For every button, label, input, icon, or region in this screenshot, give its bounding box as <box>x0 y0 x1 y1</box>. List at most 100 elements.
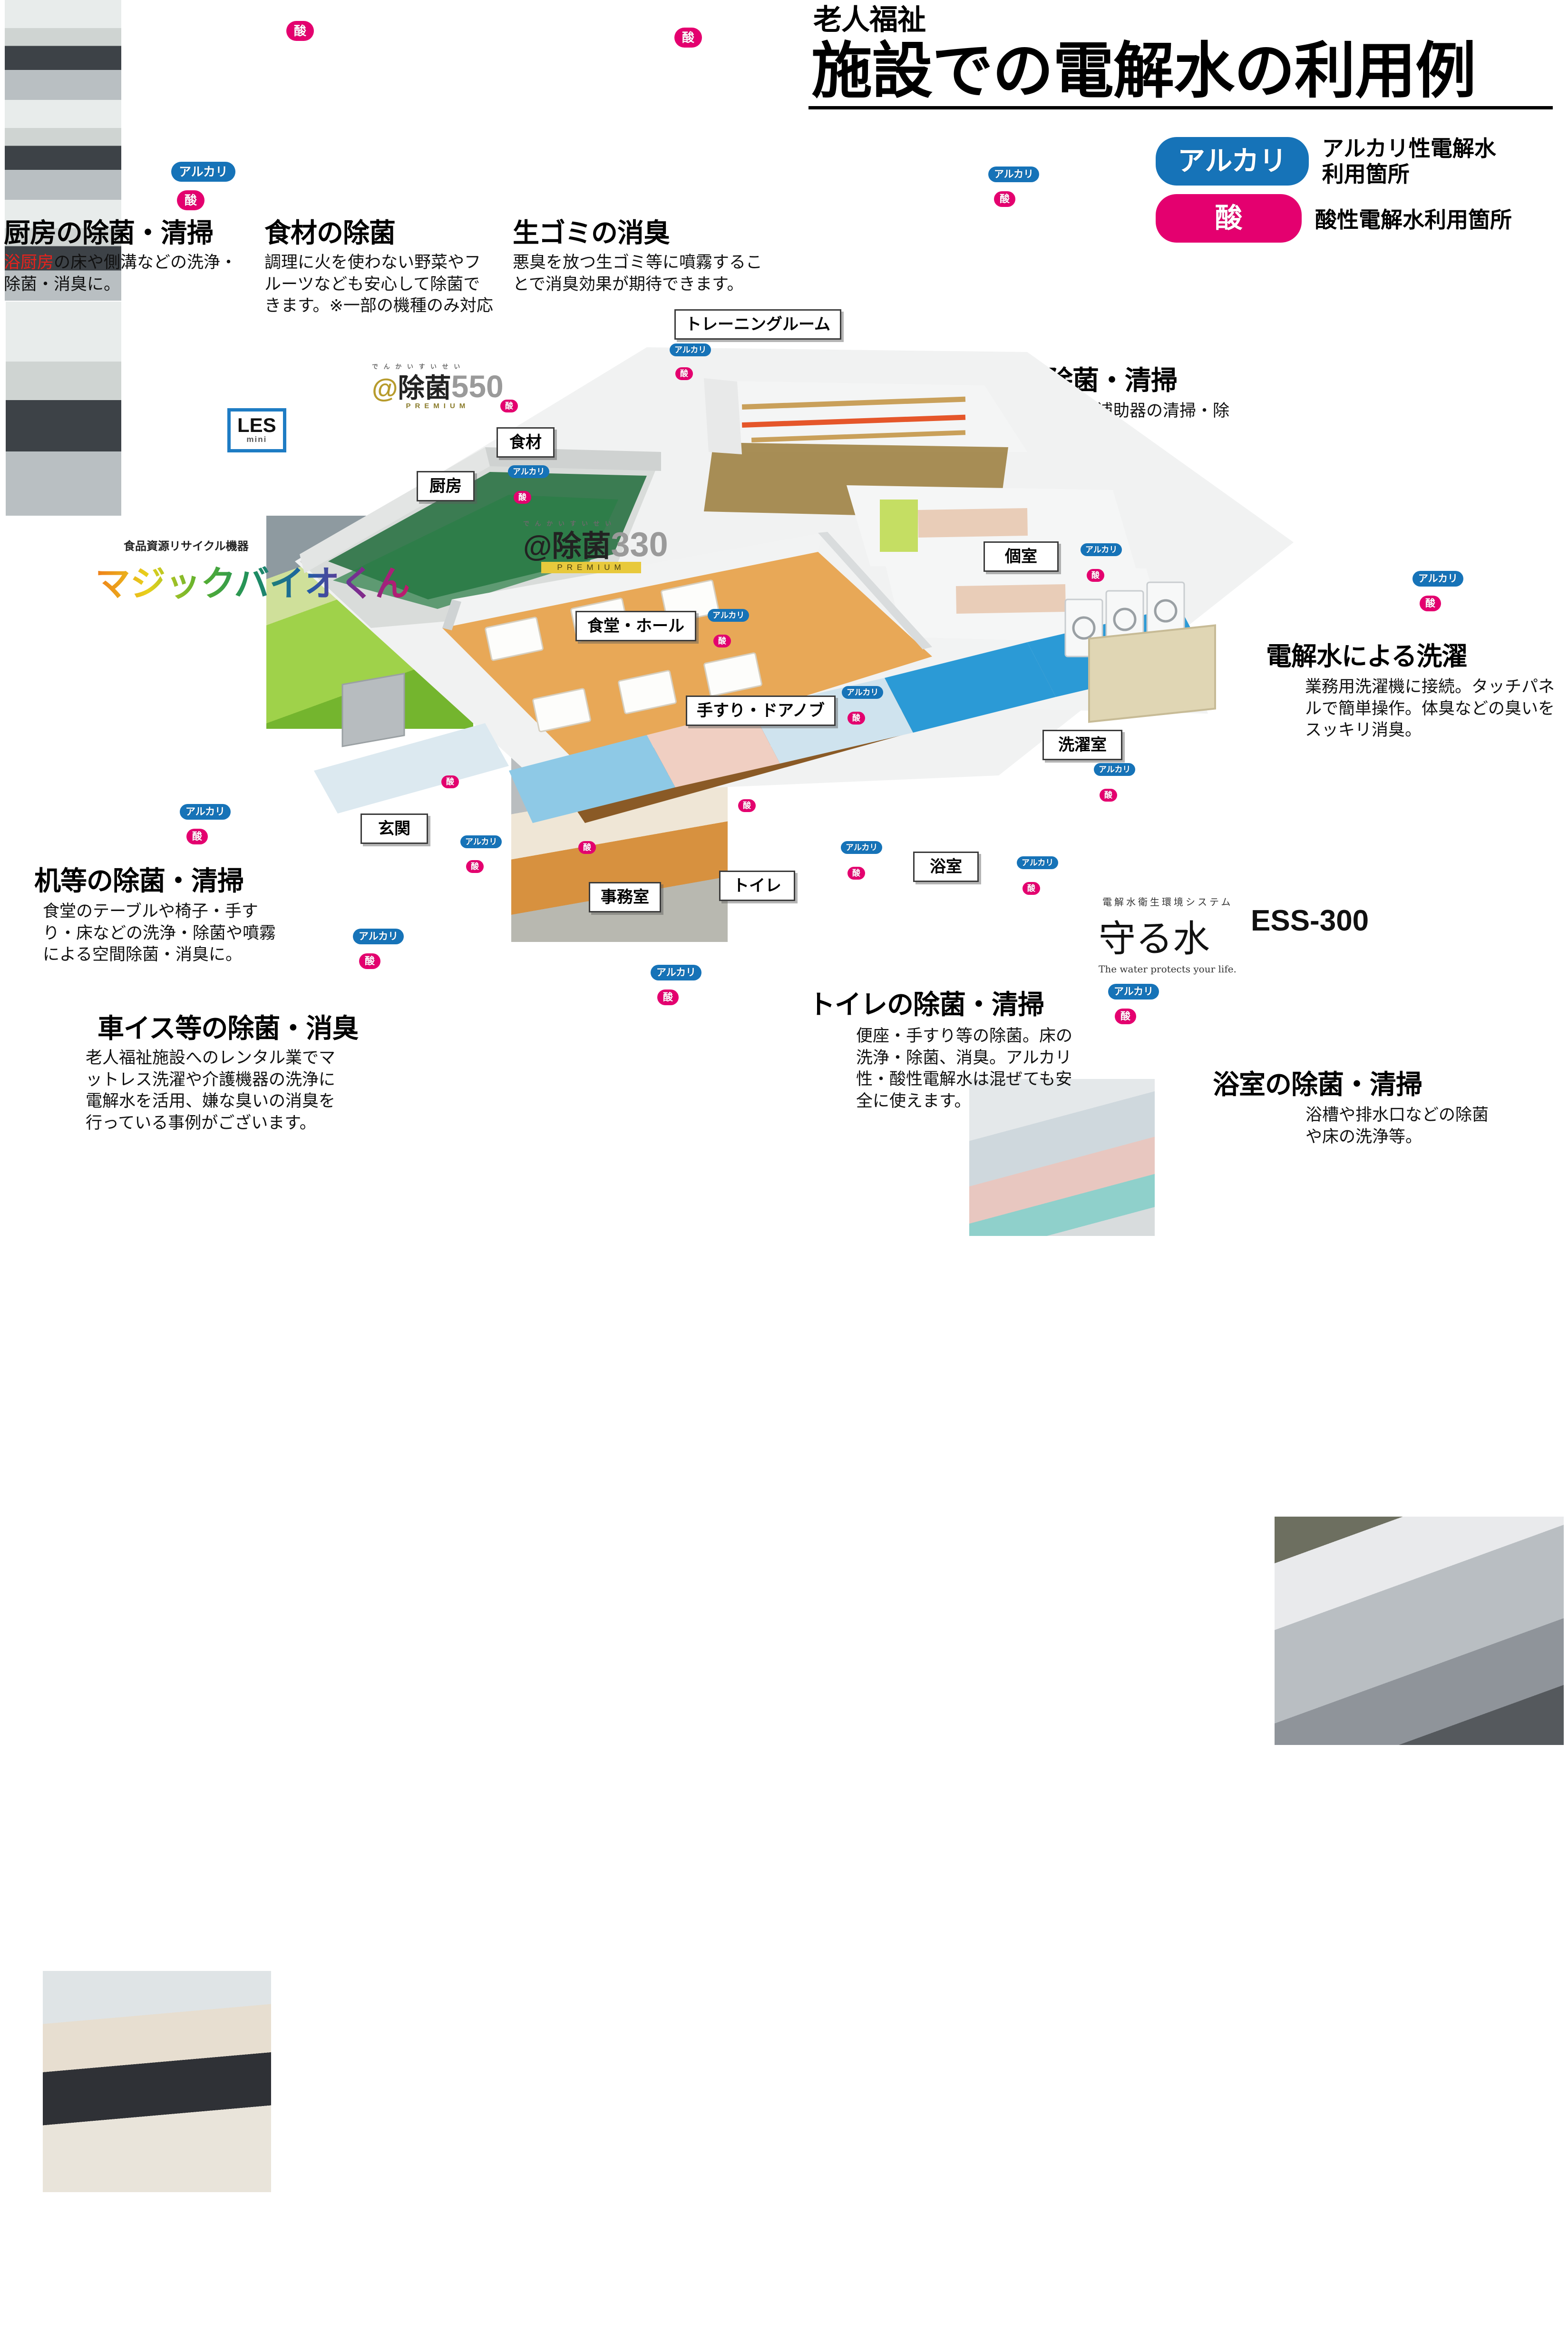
room-private-alkali-badge: アルカリ <box>1081 543 1122 556</box>
room-label-kitchen[interactable]: 厨房 <box>417 471 475 501</box>
card-laundry-text: 電解水による洗濯 業務用洗濯機に接続。タッチパネルで簡単操作。体臭などの臭いをス… <box>1266 643 1568 741</box>
title-underline <box>808 106 1553 110</box>
room-label-handrail[interactable]: 手すり・ドアノブ <box>686 696 836 726</box>
facility-floorplan <box>285 295 1303 928</box>
room-kitchen-alkali-badge: アルカリ <box>508 465 550 478</box>
card-wheelchair-text: 車イス等の除菌・消臭 老人福祉施設へのレンタル業でマットレス洗濯や介護機器の洗浄… <box>86 1014 390 1134</box>
logo-jokin330-kana: で ん か い す い せ い <box>523 520 614 527</box>
legend-acid-badge: 酸 <box>1156 194 1302 243</box>
photo-kitchen-full <box>5 200 121 301</box>
card-vegetables-body: 調理に火を使わない野菜やフルーツなども安心して除菌できます。※一部の機種のみ対応 <box>264 253 493 315</box>
card-bathroom-title: 浴室の除菌・清掃 <box>1213 1069 1422 1099</box>
room-entrance-acid-badge-top: 酸 <box>441 775 459 788</box>
logo-jokin550: で ん か い す い せ い @除菌550 PREMIUM <box>372 362 504 410</box>
room-entrance-alkali-badge: アルカリ <box>460 835 502 848</box>
logo-les-mini: LES mini <box>227 408 286 452</box>
room-label-office[interactable]: 事務室 <box>589 882 661 912</box>
photo-wheelchair-alkali-badge: アルカリ <box>353 929 404 944</box>
card-toilet-title: トイレの除菌・清掃 <box>808 990 1044 1019</box>
card-kitchen-body-highlight: 浴厨房 <box>4 253 54 272</box>
room-handrail-acid-badge: 酸 <box>847 712 865 725</box>
card-garbage-title: 生ゴミの消臭 <box>513 218 670 248</box>
legend: アルカリ アルカリ性電解水 利用箇所 酸 酸性電解水利用箇所 <box>1156 136 1512 243</box>
header-eyebrow: 老人福祉 <box>813 4 926 36</box>
photo-laundry-machine <box>1275 1517 1564 1745</box>
room-ingredients-acid-badge: 酸 <box>500 400 518 412</box>
room-label-bathroom[interactable]: 浴室 <box>913 852 979 882</box>
room-toilet-acid-badge-top: 酸 <box>738 799 756 812</box>
legend-acid-label: 酸性電解水利用箇所 <box>1315 207 1512 232</box>
room-private-acid-badge: 酸 <box>1087 569 1104 582</box>
card-desk-title: 机等の除菌・清掃 <box>34 866 244 896</box>
logo-jokin330: で ん か い す い せ い @除菌330 PREMIUM <box>523 519 668 573</box>
logo-jokin550-kana: で ん か い す い せ い <box>372 363 462 370</box>
room-label-ingredients[interactable]: 食材 <box>497 427 555 458</box>
card-vegetables-text: 食材の除菌 調理に火を使わない野菜やフルーツなども安心して除菌できます。※一部の… <box>264 219 502 317</box>
logo-les-main: LES <box>237 414 276 436</box>
photo-wheelchair-acid-badge: 酸 <box>359 953 380 969</box>
card-bathroom-body: 浴槽や排水口などの除菌や床の洗浄等。 <box>1305 1106 1489 1146</box>
photo-bathroom-alkali-badge: アルカリ <box>1108 984 1159 1000</box>
legend-alkali-badge: アルカリ <box>1156 137 1309 186</box>
card-toilet-body: 便座・手すり等の除菌。床の洗浄・除菌、消臭。アルカリ性・酸性電解水は混ぜても安全… <box>856 1027 1073 1110</box>
room-bathroom-acid-badge: 酸 <box>1023 882 1040 895</box>
photo-bathroom-acid-badge: 酸 <box>1115 1009 1136 1024</box>
room-label-private[interactable]: 個室 <box>984 541 1059 572</box>
logo-les-sub: mini <box>246 435 267 444</box>
photo-kitchen-acid-badge: 酸 <box>177 190 205 210</box>
card-wheelchair-body: 老人福祉施設へのレンタル業でマットレス洗濯や介護機器の洗浄に電解水を活用、嫌な臭… <box>86 1049 336 1132</box>
room-handrail-alkali-badge: アルカリ <box>842 686 884 699</box>
logo-mamoru-mizu: 電解水衛生環境システム 守る水 The water protects your … <box>1099 894 1237 975</box>
photo-vegetables-acid-badge: 酸 <box>286 21 314 41</box>
logo-jokin550-name: 除菌 <box>398 373 451 403</box>
room-laundry-alkali-badge: アルカリ <box>1094 763 1136 776</box>
room-dining-acid-badge: 酸 <box>713 635 731 647</box>
photo-toilet-acid-badge: 酸 <box>657 990 679 1005</box>
room-label-training[interactable]: トレーニングルーム <box>674 309 841 340</box>
room-label-laundry[interactable]: 洗濯室 <box>1042 730 1122 760</box>
logo-magic-bio: 食品資源リサイクル機器 マジックバイオくん <box>95 537 410 606</box>
card-kitchen-title: 厨房の除菌・清掃 <box>4 218 214 248</box>
page-header: 老人福祉 施設での電解水の利用例 <box>808 4 1560 110</box>
logo-jokin550-number: 550 <box>451 369 504 404</box>
room-label-toilet[interactable]: トイレ <box>719 871 795 901</box>
room-toilet-acid-badge-bottom: 酸 <box>847 867 865 880</box>
room-training-acid-badge: 酸 <box>675 367 693 380</box>
logo-mamoru-tagline: The water protects your life. <box>1099 963 1237 975</box>
photo-laundry-alkali-badge: アルカリ <box>1412 571 1464 587</box>
logo-jokin550-at: @ <box>372 373 398 403</box>
card-wheelchair-title: 車イス等の除菌・消臭 <box>97 1013 359 1043</box>
photo-toilet-alkali-badge: アルカリ <box>651 965 702 980</box>
photo-garbage-acid-badge: 酸 <box>674 28 702 48</box>
logo-jokin330-at: @ <box>523 530 552 563</box>
logo-jokin330-name: 除菌 <box>552 530 611 563</box>
room-dining-alkali-badge: アルカリ <box>708 609 750 622</box>
room-kitchen-acid-badge: 酸 <box>514 491 531 504</box>
card-laundry-body: 業務用洗濯機に接続。タッチパネルで簡単操作。体臭などの臭いをスッキリ消臭。 <box>1305 677 1555 740</box>
photo-desk-alkali-badge: アルカリ <box>180 804 231 820</box>
logo-jokin330-premium: PREMIUM <box>541 562 641 573</box>
card-bathroom-text: 浴室の除菌・清掃 浴槽や排水口などの除菌や床の洗浄等。 <box>1213 1070 1565 1147</box>
photo-kitchen-alkali-badge: アルカリ <box>171 162 235 182</box>
legend-alkali-label-line1: アルカリ性電解水 <box>1322 136 1496 161</box>
card-kitchen-body-rest: の床や側溝などの洗浄・除菌・消臭に。 <box>4 253 237 294</box>
photo-kitchen-card <box>6 302 121 516</box>
room-label-entrance[interactable]: 玄関 <box>360 813 428 844</box>
logo-mamoru-lead: 電解水衛生環境システム <box>1102 897 1233 908</box>
room-bathroom-alkali-badge: アルカリ <box>1017 856 1059 869</box>
photo-laundry-acid-badge: 酸 <box>1420 596 1441 611</box>
logo-magic-lead: 食品資源リサイクル機器 <box>124 540 249 553</box>
photo-care-alkali-badge: アルカリ <box>988 167 1040 182</box>
logo-magic-name: マジックバイオくん <box>95 555 410 606</box>
photo-kitchen <box>5 0 121 100</box>
card-desk-body: 食堂のテーブルや椅子・手すり・床などの洗浄・除菌や噴霧による空間除菌・消臭に。 <box>43 902 276 964</box>
room-entrance-acid-badge-bottom: 酸 <box>466 860 484 873</box>
photo-desk-cleaning <box>43 1971 271 2192</box>
photo-kitchen-main <box>5 100 121 200</box>
legend-alkali-label-line2: 利用箇所 <box>1322 162 1410 187</box>
card-garbage-text: 生ゴミの消臭 悪臭を放つ生ゴミ等に噴霧することで消臭効果が期待できます。 <box>513 219 784 295</box>
logo-mamoru-name: 守る水 <box>1099 918 1210 960</box>
logo-jokin330-number: 330 <box>611 526 668 564</box>
card-toilet-text: トイレの除菌・清掃 便座・手すり等の除菌。床の洗浄・除菌、消臭。アルカリ性・酸性… <box>808 990 1103 1112</box>
room-label-dining[interactable]: 食堂・ホール <box>575 611 696 641</box>
